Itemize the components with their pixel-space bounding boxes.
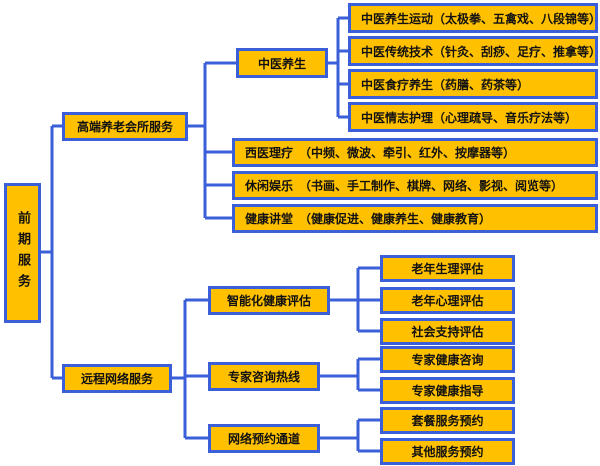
leaf-social-assessment: 社会支持评估 [380,318,515,345]
leaf-mental-assessment: 老年心理评估 [380,287,515,314]
leaf-tcm-diet: 中医食疗养生（药膳、药茶等） [348,69,598,99]
node-smart-assessment: 智能化健康评估 [208,286,330,315]
leaf-tcm-techniques: 中医传统技术（针灸、刮痧、足疗、推拿等） [348,36,598,66]
leaf-tcm-exercise: 中医养生运动（太极拳、五禽戏、八段锦等） [348,3,598,33]
root-node: 前期服务 [4,183,41,323]
leaf-expert-guidance: 专家健康指导 [380,377,515,404]
node-online-booking: 网络预约通道 [208,424,320,453]
branch-club-services: 高端养老会所服务 [62,112,188,141]
node-health-lecture: 健康讲堂 （健康促进、健康养生、健康教育） [232,204,598,233]
node-expert-hotline: 专家咨询热线 [208,362,320,391]
leaf-physical-assessment: 老年生理评估 [380,255,515,282]
branch-remote-services: 远程网络服务 [62,364,172,393]
node-leisure: 休闲娱乐 （书画、手工制作、棋牌、网络、影视、阅览等） [232,171,598,200]
leaf-other-booking: 其他服务预约 [380,438,515,465]
leaf-tcm-emotional: 中医情志护理（心理疏导、音乐疗法等） [348,102,598,132]
leaf-expert-consult: 专家健康咨询 [380,346,515,373]
leaf-package-booking: 套餐服务预约 [380,407,515,434]
node-tcm: 中医养生 [236,48,328,78]
node-western-therapy: 西医理疗 （中频、微波、牵引、红外、按摩器等） [232,138,598,167]
